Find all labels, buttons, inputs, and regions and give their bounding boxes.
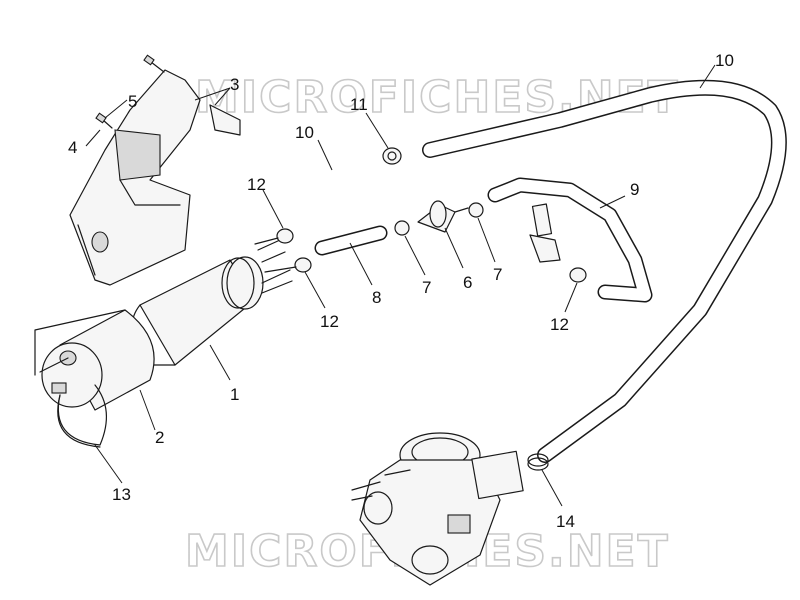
clip-part-12-lower xyxy=(264,257,312,273)
callout-9: 9 xyxy=(630,180,639,199)
callout-2: 2 xyxy=(155,428,164,447)
callout-13: 13 xyxy=(112,485,131,504)
callout-7-right: 7 xyxy=(493,265,502,284)
filter-housing-part-2 xyxy=(34,309,155,411)
callout-11: 11 xyxy=(350,95,368,114)
callout-8: 8 xyxy=(372,288,381,307)
watermark-top: MICROFICHES.NET xyxy=(195,72,680,123)
fuel-pump-part-1 xyxy=(131,239,293,366)
screw-part-4 xyxy=(95,112,113,129)
callout-10-long: 10 xyxy=(715,51,734,70)
callout-12-right: 12 xyxy=(550,315,569,334)
callout-4: 4 xyxy=(68,138,77,157)
clamp-part-14 xyxy=(527,453,549,471)
connector-part-11 xyxy=(382,147,402,165)
callout-6: 6 xyxy=(463,273,472,292)
screw-part-5 xyxy=(143,54,165,73)
bracket-part-3 xyxy=(69,69,241,286)
callout-10-short: 10 xyxy=(295,123,314,142)
hose-part-10-short-core xyxy=(306,149,391,223)
callout-3: 3 xyxy=(230,75,239,94)
leader-lines xyxy=(85,64,716,507)
callout-12-lower: 12 xyxy=(320,312,339,331)
fuel-filter-part-6 xyxy=(417,200,469,233)
clip-part-7-left xyxy=(394,220,410,236)
callout-1: 1 xyxy=(230,385,239,404)
clip-part-12-right xyxy=(569,267,587,283)
clip-part-12-upper xyxy=(254,228,294,245)
callout-7-left: 7 xyxy=(422,278,431,297)
callout-12-upper: 12 xyxy=(247,175,266,194)
callout-14: 14 xyxy=(556,512,575,531)
callout-5: 5 xyxy=(128,92,137,111)
vacuum-valve xyxy=(529,203,561,263)
carburetor xyxy=(351,432,524,586)
clamp-ring-part-13 xyxy=(51,382,108,448)
clip-part-7-right xyxy=(468,202,484,218)
